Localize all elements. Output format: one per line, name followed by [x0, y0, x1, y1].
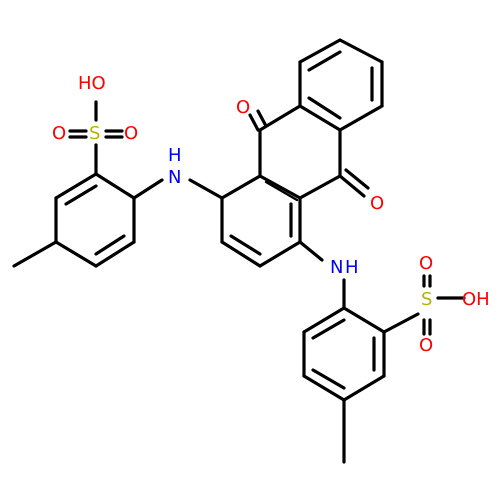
bond — [311, 368, 346, 390]
bond — [248, 113, 260, 132]
quinone-oxygen-label-bottom: O — [370, 193, 384, 214]
bond — [344, 168, 370, 190]
atom-labels: HO O S O H N O O N H O S OH O — [52, 73, 490, 356]
bond — [307, 96, 342, 120]
oxygen-label-top-right: O — [124, 123, 138, 144]
bond — [94, 172, 136, 200]
bond — [54, 240, 98, 268]
bond — [94, 240, 136, 268]
bond — [298, 38, 342, 64]
bond — [132, 178, 164, 200]
bond — [311, 318, 346, 340]
bond — [229, 234, 262, 256]
amine-nitrogen-label-left: N — [168, 167, 181, 188]
oxygen-label-right-top: O — [419, 253, 433, 274]
bond — [302, 374, 346, 402]
hydroxyl-label-right: OH — [462, 289, 490, 310]
bond — [298, 240, 324, 262]
oxygen-label-top-left: O — [52, 123, 66, 144]
bond — [338, 174, 366, 198]
bond — [382, 312, 420, 334]
bond — [298, 174, 342, 200]
bond — [338, 104, 384, 132]
bond — [264, 180, 299, 202]
sulfur-label-right: S — [421, 289, 432, 310]
bond — [258, 174, 302, 200]
bond — [94, 234, 126, 256]
bond — [342, 374, 386, 402]
bonds — [12, 38, 466, 464]
bond — [338, 38, 384, 64]
bond — [302, 306, 346, 334]
bond — [256, 109, 268, 128]
bond — [188, 178, 224, 200]
bond — [258, 240, 302, 268]
amine-hydrogen-label-left: H — [168, 145, 182, 166]
amine-nitrogen-label-bottom: N — [330, 257, 343, 278]
amine-hydrogen-label-bottom: H — [345, 257, 359, 278]
bond — [220, 174, 262, 200]
bond — [54, 172, 98, 200]
bond — [298, 104, 342, 132]
bond — [12, 240, 58, 268]
quinone-oxygen-label-top: O — [236, 97, 250, 118]
bond — [307, 50, 342, 72]
bond — [64, 184, 98, 206]
oxygen-label-right-bottom: O — [419, 335, 433, 356]
bond — [220, 240, 262, 268]
sulfur-label-top: S — [89, 123, 100, 144]
hydroxyl-label-top: HO — [78, 73, 106, 94]
bond — [342, 306, 386, 334]
